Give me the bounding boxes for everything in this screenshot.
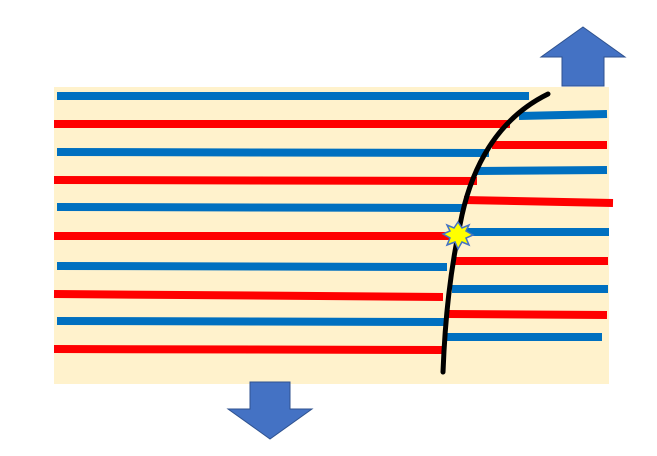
right-stripe-4 <box>463 196 614 207</box>
explosion-burst-icon <box>441 220 475 251</box>
left-stripe-7 <box>56 262 448 271</box>
right-stripes <box>447 110 614 341</box>
left-stripe-3 <box>56 148 490 157</box>
right-stripe-3 <box>475 166 608 175</box>
left-stripe-10 <box>53 345 443 354</box>
block-arrow-down-icon <box>226 381 314 440</box>
left-stripe-8 <box>53 290 444 301</box>
left-stripe-4 <box>53 176 478 185</box>
left-stripe-5 <box>56 203 464 212</box>
left-stripe-9 <box>56 317 445 326</box>
left-stripes <box>53 92 529 354</box>
fault-curve <box>440 91 551 375</box>
block-arrow-up-icon <box>539 26 627 87</box>
right-stripe-1 <box>518 110 608 120</box>
right-stripe-8 <box>447 310 608 319</box>
